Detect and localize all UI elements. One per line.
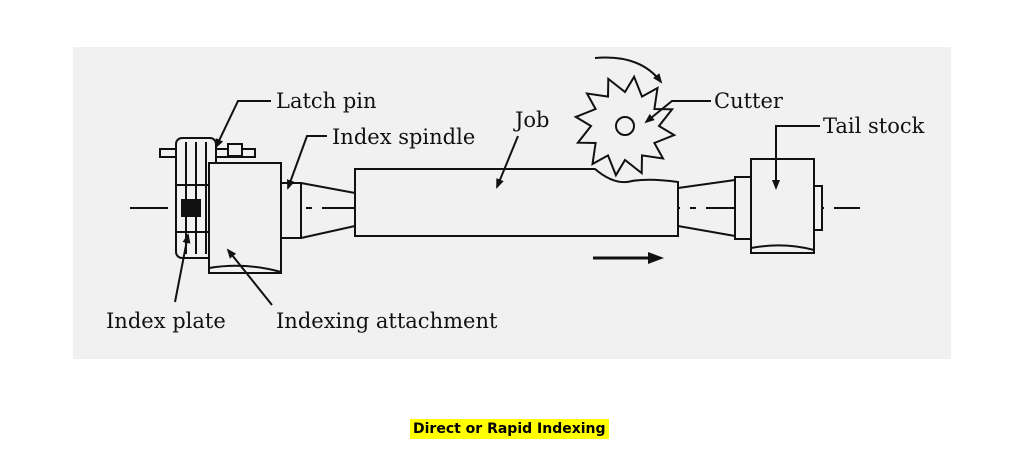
tail-stock bbox=[750, 158, 823, 254]
index-plate bbox=[159, 137, 256, 259]
leader-latch-pin bbox=[215, 100, 271, 149]
label-index-plate: Index plate bbox=[106, 309, 226, 333]
leader-indexing-attachment bbox=[226, 248, 273, 306]
figure-caption: Direct or Rapid Indexing bbox=[410, 419, 609, 439]
indexing-attachment bbox=[208, 162, 282, 274]
leader-cutter bbox=[644, 100, 711, 124]
label-indexing-attachment: Indexing attachment bbox=[276, 309, 498, 333]
job-workpiece bbox=[354, 168, 679, 237]
leader-tail-stock bbox=[772, 125, 820, 190]
feed-arrow bbox=[593, 252, 664, 264]
latch-pin bbox=[227, 143, 243, 157]
leader-index-plate bbox=[174, 233, 191, 303]
label-index-spindle: Index spindle bbox=[332, 125, 475, 149]
leader-index-spindle bbox=[286, 135, 327, 190]
rotation-arrow bbox=[594, 56, 663, 84]
diagram-panel: Latch pin Index spindle Job Cutter Tail … bbox=[73, 47, 951, 359]
leader-job bbox=[496, 135, 519, 189]
index-spindle bbox=[280, 182, 356, 239]
cutter bbox=[573, 74, 677, 178]
indexing-diagram: Latch pin Index spindle Job Cutter Tail … bbox=[106, 56, 925, 333]
label-job: Job bbox=[513, 108, 550, 132]
tail-stock-centre bbox=[677, 176, 752, 240]
label-latch-pin: Latch pin bbox=[276, 89, 377, 113]
label-cutter: Cutter bbox=[714, 89, 784, 113]
label-tail-stock: Tail stock bbox=[823, 114, 925, 138]
